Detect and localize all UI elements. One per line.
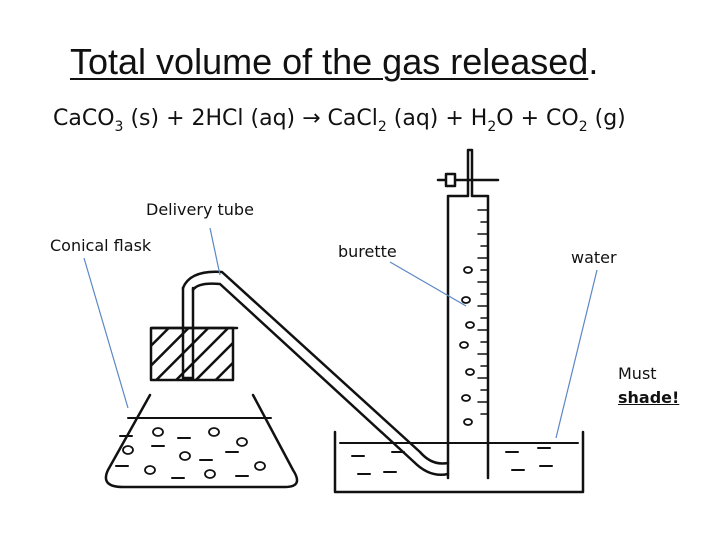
leader-lines xyxy=(83,227,598,439)
eq-subscript: 2 xyxy=(487,119,497,135)
eq-part: (g) xyxy=(587,106,626,131)
note-shade: shade! xyxy=(618,388,680,407)
label-burette: burette xyxy=(338,242,397,261)
delivery-tube xyxy=(181,270,450,465)
label-delivery-tube: Delivery tube xyxy=(146,200,254,219)
diagram-title: Total volume of the gas released. xyxy=(70,40,598,84)
burette xyxy=(446,148,490,480)
burette-graduations xyxy=(477,209,489,415)
note-must: Must xyxy=(618,364,657,383)
delivery-tube-inner xyxy=(191,282,450,476)
leader-water xyxy=(555,269,598,439)
burette-bubbles xyxy=(459,266,475,426)
title-period: . xyxy=(588,41,599,82)
eq-part: (s) + 2HCl (aq) → CaCl xyxy=(123,106,378,131)
delivery-tube-down xyxy=(181,286,195,380)
eq-part: CaCO xyxy=(53,106,115,131)
label-water: water xyxy=(571,248,617,267)
leader-conical-flask xyxy=(83,257,129,409)
flask-liquid-dashes xyxy=(115,435,249,479)
chemical-equation: CaCO3 (s) + 2HCl (aq) → CaCl2 (aq) + H2O… xyxy=(53,104,626,134)
water-trough xyxy=(333,430,585,494)
title-text: Total volume of the gas released xyxy=(70,41,589,82)
eq-subscript: 2 xyxy=(377,119,387,135)
leader-burette xyxy=(389,261,467,307)
eq-subscript: 2 xyxy=(578,119,588,135)
trough-water-dashes xyxy=(351,447,553,475)
leader-delivery-tube xyxy=(209,227,221,276)
eq-part: O + CO xyxy=(496,106,579,131)
label-conical-flask: Conical flask xyxy=(50,236,152,255)
burette-tap-key xyxy=(444,172,457,188)
conical-flask xyxy=(104,393,299,489)
eq-subscript: 3 xyxy=(114,119,124,135)
flask-bubbles xyxy=(122,427,266,479)
eq-part: (aq) + H xyxy=(386,106,488,131)
